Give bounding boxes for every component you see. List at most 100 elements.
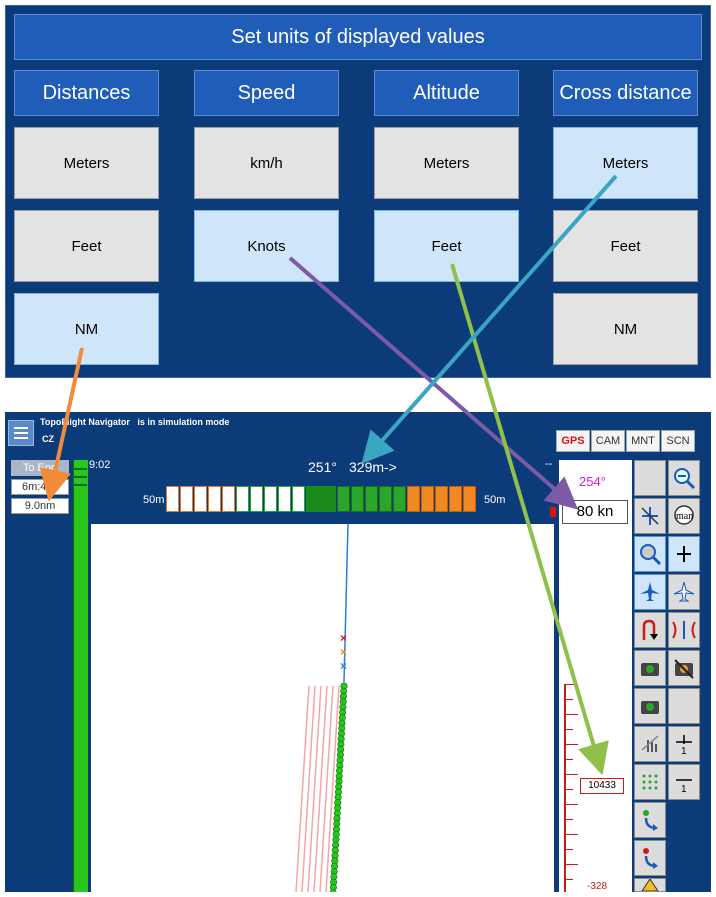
- units-settings-panel: Set units of displayed values Distances …: [5, 5, 711, 378]
- altitude-tick: [566, 744, 578, 745]
- zoom-out-icon: [674, 468, 696, 490]
- altitude-value: 10433: [580, 778, 624, 794]
- return-arrow-icon: [643, 810, 658, 831]
- scale-segment: [236, 486, 249, 512]
- tab-gps[interactable]: GPS: [556, 430, 590, 452]
- scale-plus-button[interactable]: 1: [668, 726, 700, 762]
- blank-tool-button[interactable]: [634, 460, 666, 496]
- man-zoom-icon: man: [674, 505, 694, 525]
- altitude-tick: [566, 879, 573, 880]
- waypoint-marker-red: ×: [340, 631, 347, 645]
- distances-header: Distances: [14, 70, 159, 116]
- return-warning-button[interactable]: [634, 878, 666, 892]
- scale-left-label: 50m: [143, 494, 165, 506]
- altitude-meters-button[interactable]: Meters: [374, 127, 519, 199]
- plane-outline-button[interactable]: [668, 574, 700, 610]
- hamburger-icon: [14, 427, 28, 439]
- panel-title: Set units of displayed values: [14, 14, 702, 60]
- simulation-status: is in simulation mode: [137, 417, 230, 427]
- scale-segment: [208, 486, 221, 512]
- manual-zoom-button[interactable]: man: [668, 498, 700, 534]
- heading-value: 254°: [579, 474, 606, 489]
- cross-distance-nm-button[interactable]: NM: [553, 293, 698, 365]
- altitude-tick: [566, 699, 573, 700]
- map-view[interactable]: × × ×: [91, 524, 554, 892]
- flight-track: × × ×: [295, 524, 349, 892]
- speed-kmh-button[interactable]: km/h: [194, 127, 339, 199]
- corridor-lines: [295, 685, 340, 892]
- scale-minus-button[interactable]: 1: [668, 764, 700, 800]
- progress-tick: [73, 484, 87, 486]
- scale-segment: [250, 486, 263, 512]
- time-label: 9:02: [89, 459, 111, 471]
- tab-cam[interactable]: CAM: [591, 430, 625, 452]
- center-plane-button[interactable]: [668, 536, 700, 572]
- cross-distance-header: Cross distance: [553, 70, 698, 116]
- camera-off-icon: [674, 659, 694, 679]
- altitude-tick: [566, 819, 573, 820]
- altitude-bottom-value: -328: [587, 881, 608, 892]
- altitude-tick: [566, 774, 578, 775]
- hatched-zoom-icon: [640, 544, 662, 566]
- progress-bar: [73, 460, 88, 892]
- altitude-tick: [566, 864, 578, 865]
- plane-up-button[interactable]: [634, 574, 666, 610]
- altitude-tick: [566, 849, 573, 850]
- altitude-tick: [566, 714, 578, 715]
- cross-distance-feet-button[interactable]: Feet: [553, 210, 698, 282]
- camera-zoom-button[interactable]: [634, 688, 666, 724]
- scale-segment: [435, 486, 448, 512]
- hand-pointer-icon: [641, 735, 659, 752]
- scale-segment: [180, 486, 193, 512]
- cross-distance-readout: 329m->: [349, 459, 397, 475]
- camera-icon: [641, 663, 659, 676]
- altitude-tick: [566, 834, 578, 835]
- scale-segment: [292, 486, 305, 512]
- heading-readout: 251°: [308, 459, 337, 475]
- speed-value: 80 kn: [562, 500, 628, 524]
- scale-right-label: 50m: [484, 494, 506, 506]
- scale-center-segment: [306, 486, 336, 512]
- scale-segment: [337, 486, 350, 512]
- plane-center-icon: [677, 546, 691, 562]
- scale-segment: [379, 486, 392, 512]
- speed-knots-button[interactable]: Knots: [194, 210, 339, 282]
- no-track-button[interactable]: [634, 498, 666, 534]
- distances-meters-button[interactable]: Meters: [14, 127, 159, 199]
- altitude-tape: [564, 684, 566, 892]
- grid-dots-button[interactable]: [634, 764, 666, 800]
- layer-zoom-button[interactable]: [634, 536, 666, 572]
- zoom-out-button[interactable]: [668, 460, 700, 496]
- parallel-lines-button[interactable]: [668, 612, 700, 648]
- crossed-plane-icon: [641, 507, 659, 525]
- time-to-end-value: 6m:43s: [11, 479, 69, 495]
- scale-segment: [421, 486, 434, 512]
- minus-one-icon: 1: [676, 779, 692, 794]
- tab-scn[interactable]: SCN: [661, 430, 695, 452]
- turn-pattern-button[interactable]: [634, 612, 666, 648]
- menu-button[interactable]: [8, 420, 34, 446]
- progress-tick: [73, 468, 87, 470]
- return-green-button[interactable]: [634, 802, 666, 838]
- svg-text:1: 1: [681, 746, 687, 756]
- speed-header: Speed: [194, 70, 339, 116]
- distances-nm-button[interactable]: NM: [14, 293, 159, 365]
- camera-off-button[interactable]: [668, 650, 700, 686]
- tab-mnt[interactable]: MNT: [626, 430, 660, 452]
- camera-button[interactable]: [634, 650, 666, 686]
- scale-segment: [278, 486, 291, 512]
- title-line: TopoFlight Navigator is in simulation mo…: [40, 417, 229, 427]
- return-red-button[interactable]: [634, 840, 666, 876]
- touch-draw-button[interactable]: [634, 726, 666, 762]
- svg-text:1: 1: [681, 784, 687, 794]
- altitude-tick: [566, 684, 578, 685]
- cross-distance-meters-button[interactable]: Meters: [553, 127, 698, 199]
- scale-segment: [351, 486, 364, 512]
- blank-tool-button-2[interactable]: [668, 688, 700, 724]
- u-turn-icon: [642, 619, 658, 640]
- return-arrow-red-icon: [643, 848, 658, 869]
- altitude-feet-button[interactable]: Feet: [374, 210, 519, 282]
- camera-search-icon: [641, 701, 659, 714]
- distances-feet-button[interactable]: Feet: [14, 210, 159, 282]
- scale-segment: [407, 486, 420, 512]
